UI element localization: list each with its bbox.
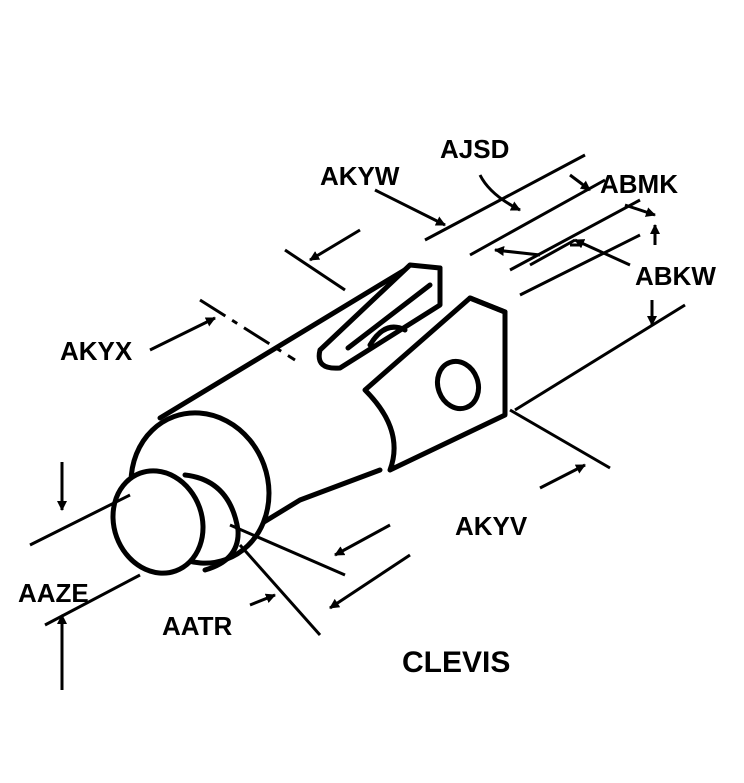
label-abmk: ABMK (600, 169, 678, 199)
label-akyx: AKYX (60, 336, 133, 366)
dimension-lines (29, 153, 686, 690)
label-akyw: AKYW (320, 161, 400, 191)
label-ajsd: AJSD (440, 134, 510, 164)
label-abkw: ABKW (635, 261, 716, 291)
label-aatr: AATR (162, 611, 233, 641)
label-akyv: AKYV (455, 511, 528, 541)
clevis-body-outline (110, 262, 508, 576)
diagram-title: CLEVIS (402, 646, 511, 679)
label-aaze: AAZE (18, 578, 89, 608)
